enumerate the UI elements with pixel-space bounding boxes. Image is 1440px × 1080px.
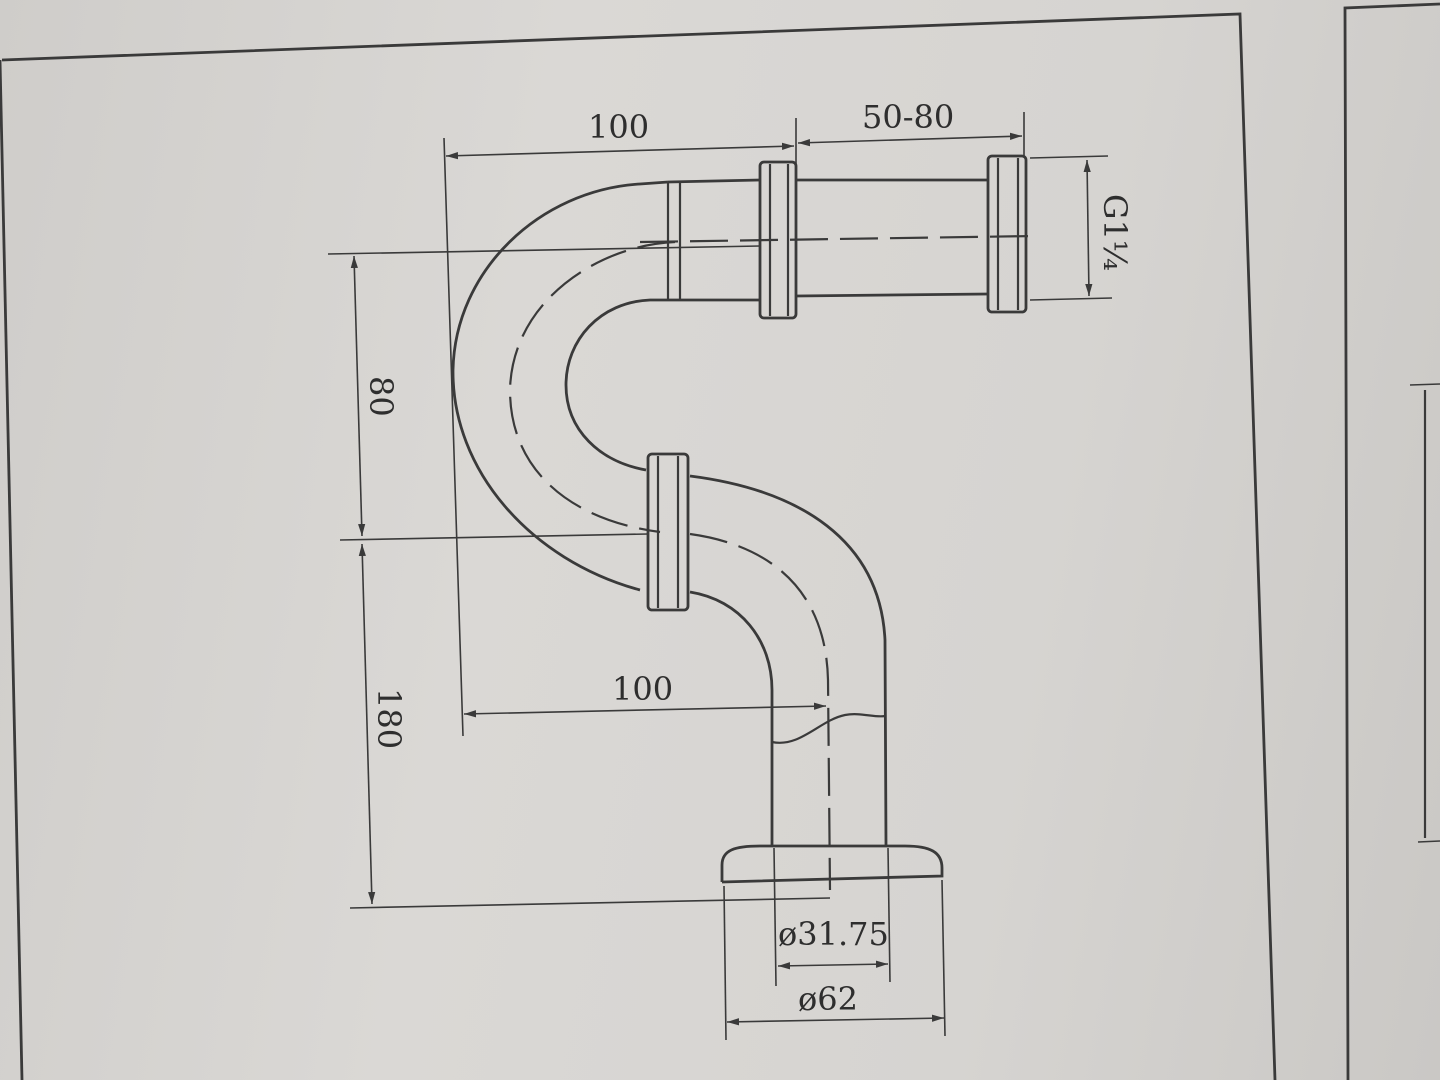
ext-flange-left bbox=[723, 885, 727, 1041]
frame-left-border bbox=[0, 59, 24, 1080]
label-inner-diameter: ø31.75 bbox=[778, 915, 889, 953]
dim-line-thread bbox=[1083, 159, 1093, 297]
nut-top-left bbox=[758, 160, 798, 320]
lower-bend-outer-wall bbox=[689, 474, 888, 846]
dimension-labels: 100 50-80 G1¼ 80 180 100 ø31.75 ø62 bbox=[362, 98, 1134, 1018]
dim-line-bottom-height bbox=[358, 543, 376, 905]
ext-flange-right bbox=[941, 879, 946, 1037]
lower-bend-centerline bbox=[689, 532, 832, 891]
label-bottom-width: 100 bbox=[612, 670, 673, 708]
label-thread: G1¼ bbox=[1096, 194, 1134, 271]
nut-top-right bbox=[986, 154, 1028, 314]
upper-bend-centerline bbox=[508, 240, 676, 534]
break-line bbox=[771, 713, 886, 744]
top-pipe-upper-wall bbox=[667, 178, 761, 184]
ext-top-centerline bbox=[327, 245, 761, 255]
adjacent-extension-top bbox=[1409, 383, 1440, 386]
dim-line-vertical-offset bbox=[350, 255, 366, 537]
upper-bend-inner-wall bbox=[564, 298, 668, 472]
pipe-upper-bend bbox=[451, 178, 1036, 592]
adjacent-frame-border bbox=[1343, 2, 1440, 1080]
ext-bottom bbox=[349, 897, 831, 909]
dim-line-flange-diameter bbox=[726, 1014, 945, 1026]
ext-thread-top bbox=[1029, 155, 1109, 159]
dim-line-extension bbox=[797, 132, 1023, 147]
ext-pipe-left bbox=[773, 847, 777, 987]
nut-middle bbox=[646, 452, 690, 612]
extension-lower-wall bbox=[795, 292, 989, 298]
label-vertical-offset: 80 bbox=[362, 376, 400, 417]
dimension-lines bbox=[350, 132, 1093, 1026]
ext-left-vertical bbox=[443, 137, 464, 737]
dim-line-top-width bbox=[445, 142, 795, 160]
label-bottom-height: 180 bbox=[370, 688, 408, 749]
extension-lines bbox=[327, 112, 1113, 1041]
pipe-lower-bend bbox=[689, 474, 944, 891]
flange bbox=[720, 844, 944, 884]
label-top-width: 100 bbox=[588, 108, 649, 146]
dim-line-inner-diameter bbox=[777, 960, 889, 970]
ext-pipe-right bbox=[887, 847, 891, 983]
frame-border bbox=[1, 12, 1277, 1080]
top-centerline bbox=[639, 234, 1036, 244]
lower-bend-inner-wall bbox=[689, 590, 774, 845]
knurled-nut-3 bbox=[646, 452, 690, 612]
knurled-nut-2 bbox=[986, 154, 1028, 314]
label-flange-diameter: ø62 bbox=[798, 980, 858, 1018]
dim-line-bottom-width bbox=[463, 702, 827, 718]
ext-thread-bottom bbox=[1029, 297, 1113, 301]
upper-bend-outer-wall bbox=[451, 180, 669, 592]
knurled-nut-1 bbox=[758, 160, 798, 320]
label-top-extension: 50-80 bbox=[862, 98, 954, 136]
adjacent-extension-bottom bbox=[1417, 840, 1440, 843]
ext-mid-centerline bbox=[339, 533, 649, 541]
